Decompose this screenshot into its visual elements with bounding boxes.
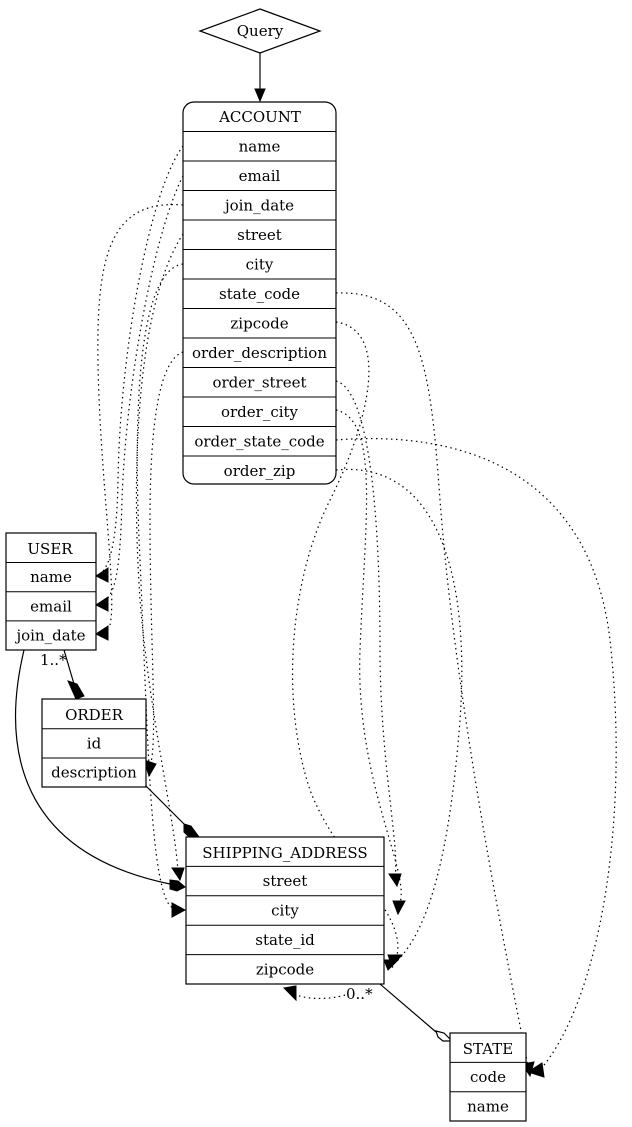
- shipping-address-title: SHIPPING_ADDRESS: [202, 844, 367, 862]
- account-field-name: name: [239, 137, 281, 155]
- entity-user[interactable]: USER name email join_date: [5, 532, 97, 651]
- order-title: ORDER: [65, 706, 124, 724]
- account-field-zipcode: zipcode: [230, 314, 288, 332]
- account-field-order-description: order_description: [192, 344, 327, 362]
- entity-order[interactable]: ORDER id description: [41, 698, 147, 788]
- edge-user-order: [63, 649, 75, 685]
- state-field-name: name: [467, 1097, 509, 1115]
- edge-email-user-email: [97, 175, 184, 605]
- arrowhead: [171, 867, 185, 882]
- shipping-address-field-street: street: [263, 872, 308, 890]
- edge-ordercity-address-city: [335, 409, 402, 904]
- edge-order-address: [145, 785, 187, 827]
- account-field-order-zip: order_zip: [224, 462, 296, 480]
- composition-diamond: [169, 879, 186, 892]
- account-field-join-date: join_date: [223, 196, 294, 214]
- order-field-id: id: [87, 734, 102, 752]
- account-title: ACCOUNT: [218, 108, 301, 126]
- edge-joindate-user-joindate: [97, 204, 184, 634]
- account-field-city: city: [246, 255, 274, 273]
- arrowhead: [387, 954, 404, 967]
- account-field-street: street: [237, 226, 282, 244]
- arrowhead: [282, 985, 297, 1002]
- composition-diamond: [67, 680, 85, 700]
- arrowhead: [95, 625, 109, 641]
- edge-address-state: [379, 983, 437, 1033]
- arrowhead: [95, 596, 109, 612]
- edges: [14, 51, 617, 1078]
- multiplicity-user-order: 1..*: [40, 651, 67, 669]
- entity-shipping-address[interactable]: SHIPPING_ADDRESS street city state_idzipco…: [185, 836, 385, 985]
- arrowhead: [254, 88, 266, 103]
- account-field-state-code: state_code: [219, 285, 300, 303]
- aggregation-diamond: [435, 1030, 454, 1042]
- account-field-order-state-code: order_state_code: [194, 432, 324, 450]
- user-field-name: name: [30, 568, 72, 586]
- user-field-email: email: [30, 597, 72, 615]
- entity-state[interactable]: STATE code name: [449, 1032, 527, 1122]
- state-field-code: code: [470, 1068, 506, 1086]
- user-title: USER: [27, 540, 73, 558]
- arrowhead: [388, 873, 402, 888]
- edge-name-user-name: [97, 145, 184, 576]
- arrowhead: [171, 902, 187, 918]
- account-field-order-street: order_street: [212, 373, 306, 391]
- query-label: Query: [237, 22, 284, 40]
- edge-orderdesc-order-desc: [149, 351, 184, 767]
- shipping-address-field-state-id: state_id: [255, 931, 315, 949]
- edge-orderstreet-address-street: [335, 380, 397, 877]
- edge-user-address: [14, 649, 171, 885]
- arrowhead: [95, 567, 109, 583]
- edge-address-self: [291, 991, 346, 999]
- arrowhead: [526, 1062, 545, 1078]
- edge-orderzip-address-zipcode: [335, 468, 463, 964]
- account-field-order-city: order_city: [221, 403, 299, 421]
- edge-city-address-city: [136, 263, 184, 911]
- arrowhead: [392, 900, 406, 916]
- multiplicity-address-state: 0..*: [346, 985, 373, 1003]
- user-field-join-date: join_date: [14, 627, 85, 645]
- order-field-description: description: [51, 764, 137, 782]
- composition-diamond: [183, 823, 200, 839]
- state-title: STATE: [463, 1040, 513, 1058]
- shipping-address-field-city: city: [271, 902, 299, 920]
- account-field-email: email: [239, 167, 281, 185]
- query-node[interactable]: Query: [198, 8, 322, 54]
- shipping-address-field-zipcode: zipcode: [256, 960, 314, 978]
